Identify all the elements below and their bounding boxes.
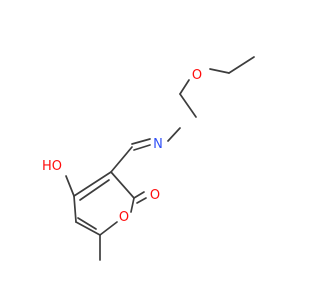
bond-c2-o-ring — [130, 197, 135, 213]
bond-n-ch-imine — [133, 144, 151, 151]
bond-c2-o-carbonyl-double — [136, 197, 147, 204]
chemical-structure: O N HO O O — [42, 56, 255, 261]
bond-c5-c4 — [73, 195, 77, 223]
bond-c4-oh — [65, 175, 75, 197]
ether-oxygen-label: O — [192, 68, 202, 83]
bond-c2-o-carbonyl — [133, 191, 145, 199]
bond-o-ether-ch2 — [179, 79, 190, 95]
bond-c6-c5-double — [77, 217, 97, 230]
bond-o-ring-c6 — [99, 221, 118, 236]
bond-c4-c3-double — [79, 179, 110, 201]
bond-ch2-n — [167, 127, 181, 142]
atom-labels: O N HO O O — [42, 68, 202, 225]
ring-oxygen-label: O — [119, 210, 129, 225]
bond-ch3-ch2 — [228, 56, 255, 74]
bond-ch2-ch2 — [179, 93, 197, 118]
hydroxyl-label: HO — [42, 159, 62, 174]
bond-c4-c3 — [73, 171, 112, 197]
bond-ch-c3 — [110, 146, 133, 173]
bond-ch2-o-ether — [209, 68, 230, 74]
bond-n-ch-imine-double — [131, 138, 151, 145]
bond-c6-c5 — [75, 221, 101, 236]
carbonyl-oxygen-label: O — [150, 188, 160, 203]
imine-nitrogen-label: N — [153, 137, 163, 152]
bond-c3-c2 — [110, 171, 135, 199]
bond-lines — [65, 56, 255, 261]
